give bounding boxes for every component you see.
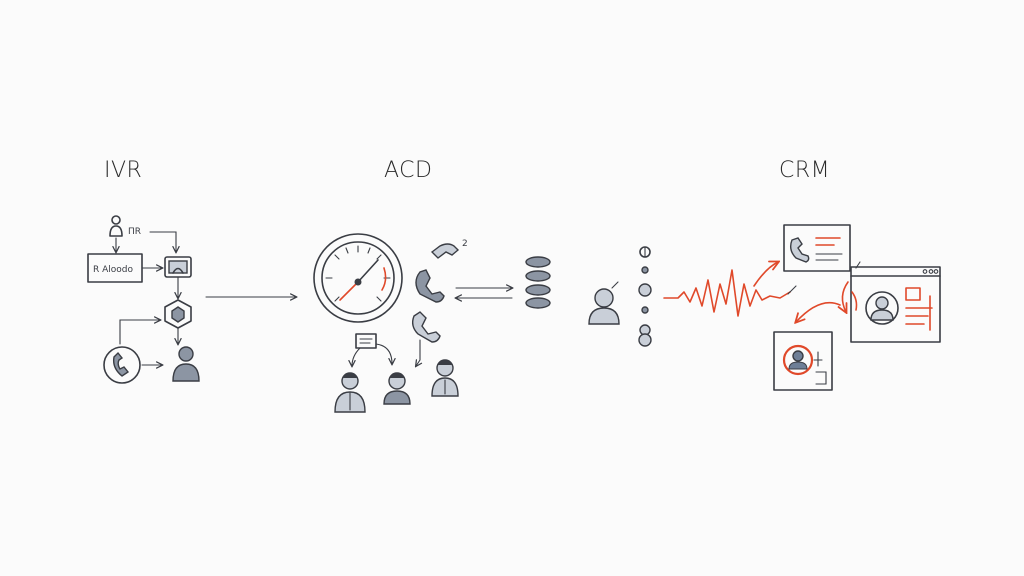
caller-small-icon <box>109 215 123 252</box>
queue-card-icon <box>352 333 392 366</box>
ivr-group: ΠR R Aloodo <box>87 215 296 384</box>
database-icon <box>525 256 551 309</box>
acd-group: 2 <box>313 233 551 413</box>
agent-right-icon <box>431 359 459 397</box>
crm-group <box>588 224 941 391</box>
phone-icon <box>103 346 141 384</box>
ivr-prompt-label: ΠR <box>128 227 141 237</box>
handset-bottom-icon <box>411 311 441 343</box>
waveform-icon <box>663 269 791 317</box>
agent-left-icon <box>334 372 366 413</box>
ivr-title: IVR <box>104 158 143 183</box>
agent-center-icon <box>383 372 411 405</box>
agent-icon <box>172 346 200 382</box>
acd-title: ACD <box>384 158 433 183</box>
svg-text:2: 2 <box>462 239 468 249</box>
ivr-menu-box-label: R Aloodo <box>93 265 133 275</box>
caller-headset-icon <box>588 281 620 325</box>
hexagon-icon <box>164 299 192 344</box>
dot-queue-icon <box>638 246 652 347</box>
browser-window-icon <box>850 266 941 343</box>
handset-middle-icon <box>415 269 445 303</box>
handset-top-icon: 2 <box>430 239 468 259</box>
monitor-icon <box>164 256 192 298</box>
contact-card-icon <box>773 331 833 391</box>
phone-card-icon <box>783 224 851 272</box>
menu-box-icon: R Aloodo <box>87 253 143 283</box>
gauge-icon <box>313 233 403 323</box>
crm-title: CRM <box>779 158 831 183</box>
